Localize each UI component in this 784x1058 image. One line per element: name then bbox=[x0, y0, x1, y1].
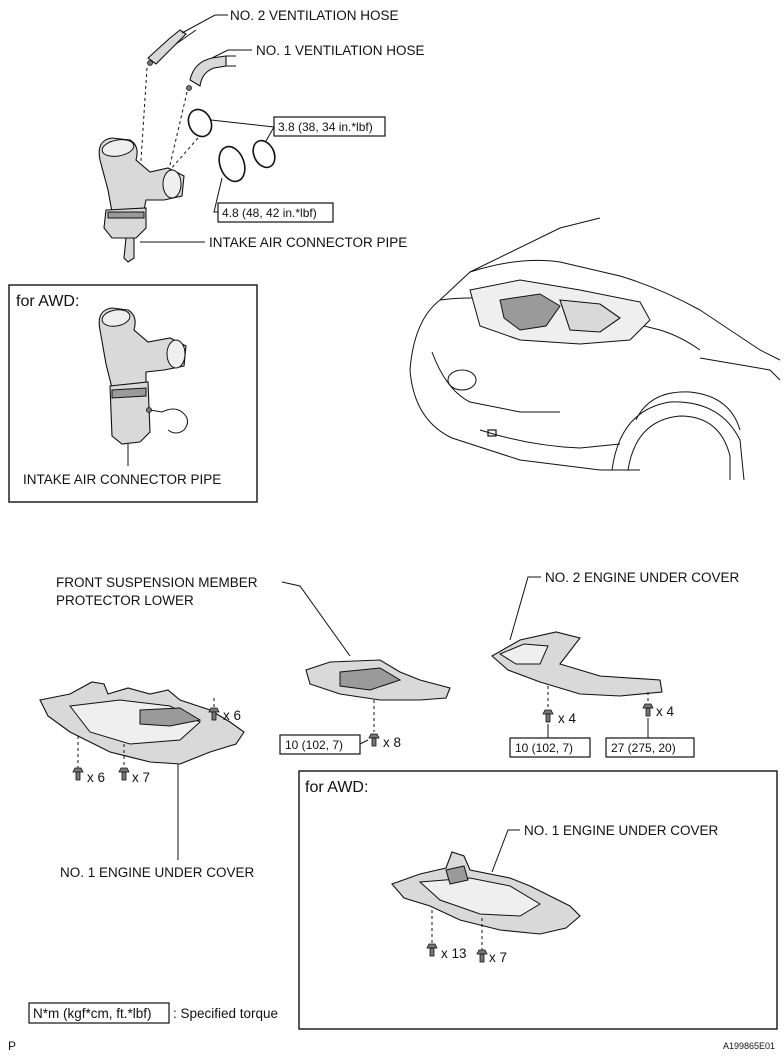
torque-no2-cover-a: 10 (102, 7) bbox=[515, 741, 573, 755]
torque-clamp-small: 3.8 (38, 34 in.*lbf) bbox=[278, 120, 373, 134]
torque-front-susp: 10 (102, 7) bbox=[285, 738, 343, 752]
leader-no1-hose bbox=[211, 49, 252, 59]
label-front-susp-line2: PROTECTOR LOWER bbox=[56, 593, 194, 608]
label-no2-ventilation-hose: NO. 2 VENTILATION HOSE bbox=[230, 8, 399, 23]
count-no1-bolts-top: x 6 bbox=[223, 708, 241, 723]
count-no1-bolts-left: x 6 bbox=[87, 770, 105, 785]
awd-intake-panel: for AWD: INTAKE AIR CONNECTOR PIPE bbox=[8, 284, 258, 503]
torque-legend: N*m (kgf*cm, ft.*lbf) : Specified torque bbox=[28, 1002, 278, 1024]
no1-ventilation-hose bbox=[189, 55, 227, 87]
awd-no1-engine-under-cover bbox=[391, 851, 581, 935]
torque-clamp-large: 4.8 (48, 42 in.*lbf) bbox=[222, 206, 317, 220]
label-no1-ventilation-hose: NO. 1 VENTILATION HOSE bbox=[256, 43, 425, 58]
no1-engine-under-cover: x 6 x 6 x 7 NO. 1 ENGINE UNDER COVER bbox=[39, 681, 255, 880]
awd-label-intake-air-connector-pipe: INTAKE AIR CONNECTOR PIPE bbox=[23, 472, 221, 487]
hose-clamp-large bbox=[218, 145, 246, 183]
legend-text: : Specified torque bbox=[173, 1006, 278, 1021]
no2-engine-under-cover: NO. 2 ENGINE UNDER COVER x 4 x 4 10 (102… bbox=[491, 570, 740, 758]
count-front-susp-bolts: x 8 bbox=[383, 735, 401, 750]
label-intake-air-connector-pipe: INTAKE AIR CONNECTOR PIPE bbox=[209, 235, 407, 250]
label-no2-engine-under-cover: NO. 2 ENGINE UNDER COVER bbox=[545, 570, 740, 585]
vehicle-front-illustration bbox=[409, 217, 781, 481]
figure-id: A199865E01 bbox=[723, 1041, 775, 1051]
awd-panel-title-bottom: for AWD: bbox=[305, 779, 368, 796]
no2-ventilation-hose bbox=[147, 29, 187, 65]
hose-clamp-small-1 bbox=[187, 108, 213, 138]
leader-no2-hose bbox=[181, 14, 228, 34]
awd-label-no1-engine-under-cover: NO. 1 ENGINE UNDER COVER bbox=[524, 823, 719, 838]
intake-air-connector-pipe bbox=[98, 137, 205, 263]
torque-no2-cover-b: 27 (275, 20) bbox=[611, 741, 676, 755]
front-suspension-member-protector: FRONT SUSPENSION MEMBER PROTECTOR LOWER … bbox=[56, 575, 451, 755]
hose-clamp-small-2 bbox=[252, 139, 276, 169]
awd-intake-air-connector-pipe bbox=[98, 307, 188, 466]
legend-unit: N*m (kgf*cm, ft.*lbf) bbox=[33, 1006, 152, 1021]
label-front-susp-line1: FRONT SUSPENSION MEMBER bbox=[56, 575, 258, 590]
count-awd-bolts-a: x 13 bbox=[441, 946, 467, 961]
label-no1-engine-under-cover: NO. 1 ENGINE UNDER COVER bbox=[60, 865, 255, 880]
count-no1-bolts-mid: x 7 bbox=[132, 770, 150, 785]
awd-panel-title-top: for AWD: bbox=[16, 293, 79, 310]
footer-left-code: P bbox=[8, 1039, 16, 1053]
count-no2-bolts-a: x 4 bbox=[558, 711, 577, 726]
ventilation-hoses-group: NO. 2 VENTILATION HOSE NO. 1 VENTILATION… bbox=[139, 8, 425, 223]
count-awd-bolts-b: x 7 bbox=[489, 950, 507, 965]
count-no2-bolts-b: x 4 bbox=[656, 704, 675, 719]
awd-under-cover-panel: for AWD: NO. 1 ENGINE UNDER COVER x 13 x… bbox=[298, 770, 778, 1030]
